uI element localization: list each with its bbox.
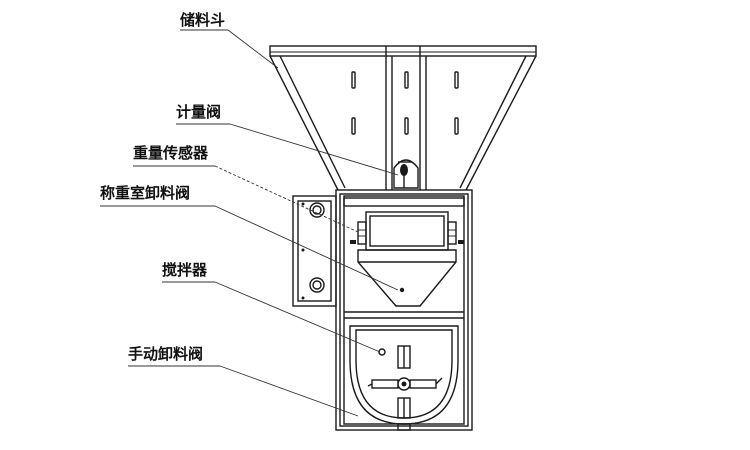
leader-hopper: [227, 29, 279, 69]
leader-weigh-chamber-valve: [214, 205, 399, 291]
leader-load-sensor: [214, 165, 359, 233]
hopper-right-wall: [465, 55, 537, 191]
label-load-sensor: 重量传感器: [133, 144, 209, 162]
label-hopper: 储料斗: [180, 11, 225, 29]
leader-manual-valve: [219, 365, 359, 417]
outlet: [397, 423, 411, 431]
label-metering-valve: 计量阀: [176, 103, 221, 121]
metering-valve: [393, 159, 419, 189]
weigh-chamber: [350, 211, 464, 307]
hopper-rim: [269, 45, 537, 57]
leader-agitator: [214, 281, 381, 353]
agitator: [367, 345, 443, 419]
cabinet-frame: [335, 189, 473, 431]
load-sensor-right: [447, 221, 457, 245]
side-control-box: [292, 195, 337, 307]
main-cabinet: [335, 189, 473, 431]
hopper-left-wall: [269, 55, 339, 191]
agitator-chamber: [349, 325, 459, 425]
label-manual-valve: 手动卸料阀: [128, 345, 203, 363]
leader-metering-valve: [229, 123, 399, 176]
storage-hopper: [269, 45, 537, 191]
load-sensor-left: [357, 221, 367, 245]
label-agitator: 搅拌器: [162, 261, 208, 279]
label-weigh-chamber-valve: 称重室卸料阀: [100, 184, 190, 202]
